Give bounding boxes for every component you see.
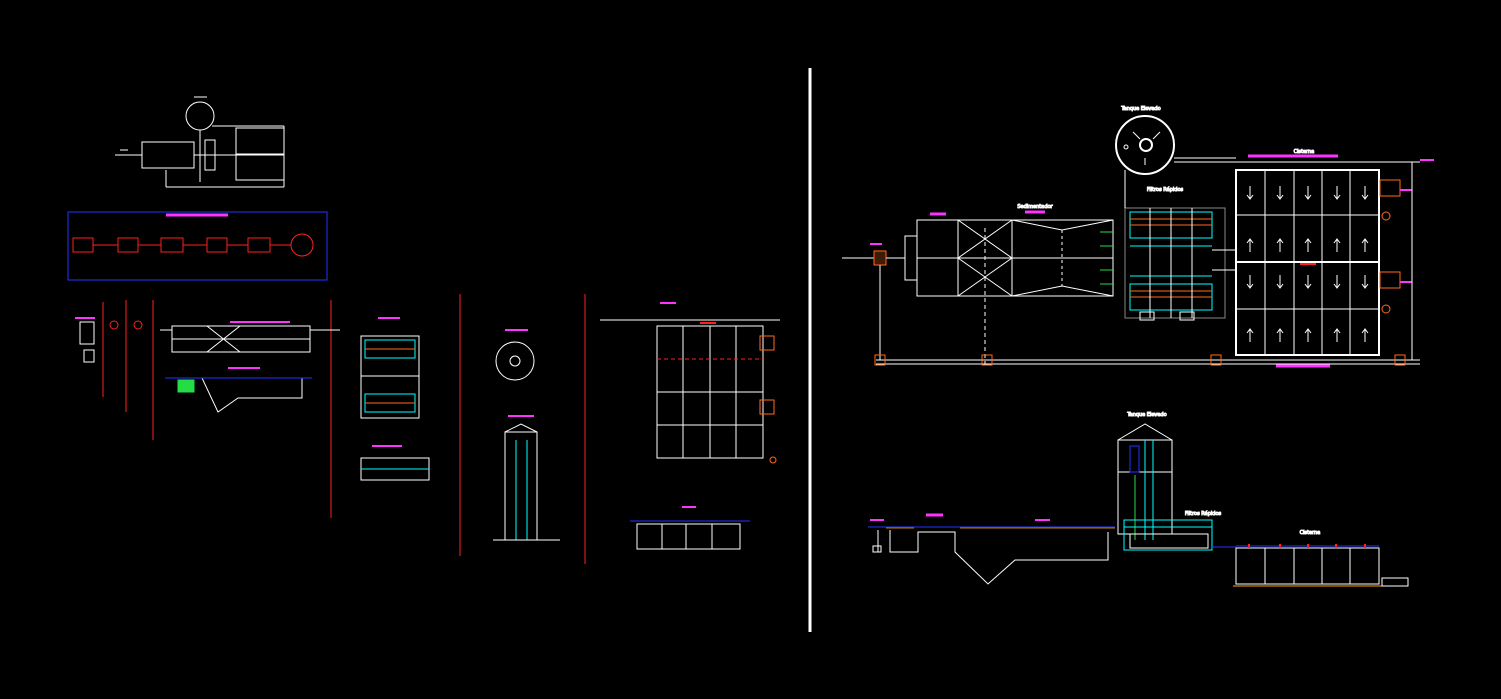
plan-view: Sedimentador xyxy=(842,106,1434,368)
right-sheet: Sedimentador xyxy=(842,106,1434,587)
mini-tank-section xyxy=(630,506,750,550)
mini-clarifier xyxy=(160,321,340,413)
label-filter-bank-section: Filtros Rápidos xyxy=(1185,510,1222,517)
filter-bank-plan: Filtros Rápidos xyxy=(1124,186,1236,321)
tower-plan: Tanque Elevado xyxy=(1115,106,1420,208)
clarifier-plan: Sedimentador xyxy=(916,204,1114,365)
process-flow-diagram xyxy=(67,211,328,281)
mini-filter-bank xyxy=(360,317,430,481)
label-tank-plan: Cisterna xyxy=(1294,149,1315,155)
section-view: Tanque Elevado Filtros Rápidos Cisterna xyxy=(868,412,1409,587)
label-clarifier-plan: Sedimentador xyxy=(1017,204,1053,210)
label-tower-section: Tanque Elevado xyxy=(1126,412,1166,418)
mini-tank-plan xyxy=(600,302,780,464)
clarifier-section xyxy=(868,513,1115,585)
label-filter-bank-plan: Filtros Rápidos xyxy=(1147,186,1184,193)
filter-bank-section: Filtros Rápidos xyxy=(1123,510,1236,551)
label-tower-plan: Tanque Elevado xyxy=(1120,106,1160,112)
left-sheet xyxy=(67,96,780,564)
small-details xyxy=(75,317,143,363)
clarifier-pipework xyxy=(876,265,1420,365)
sheet-separators xyxy=(102,294,586,564)
tank-section: Cisterna xyxy=(1233,530,1409,587)
valve-node-row xyxy=(874,354,1406,366)
mini-tower xyxy=(493,329,560,541)
label-tank-section: Cisterna xyxy=(1300,530,1321,536)
tank-plan: Cisterna xyxy=(1235,149,1434,368)
process-schematic xyxy=(115,96,285,188)
